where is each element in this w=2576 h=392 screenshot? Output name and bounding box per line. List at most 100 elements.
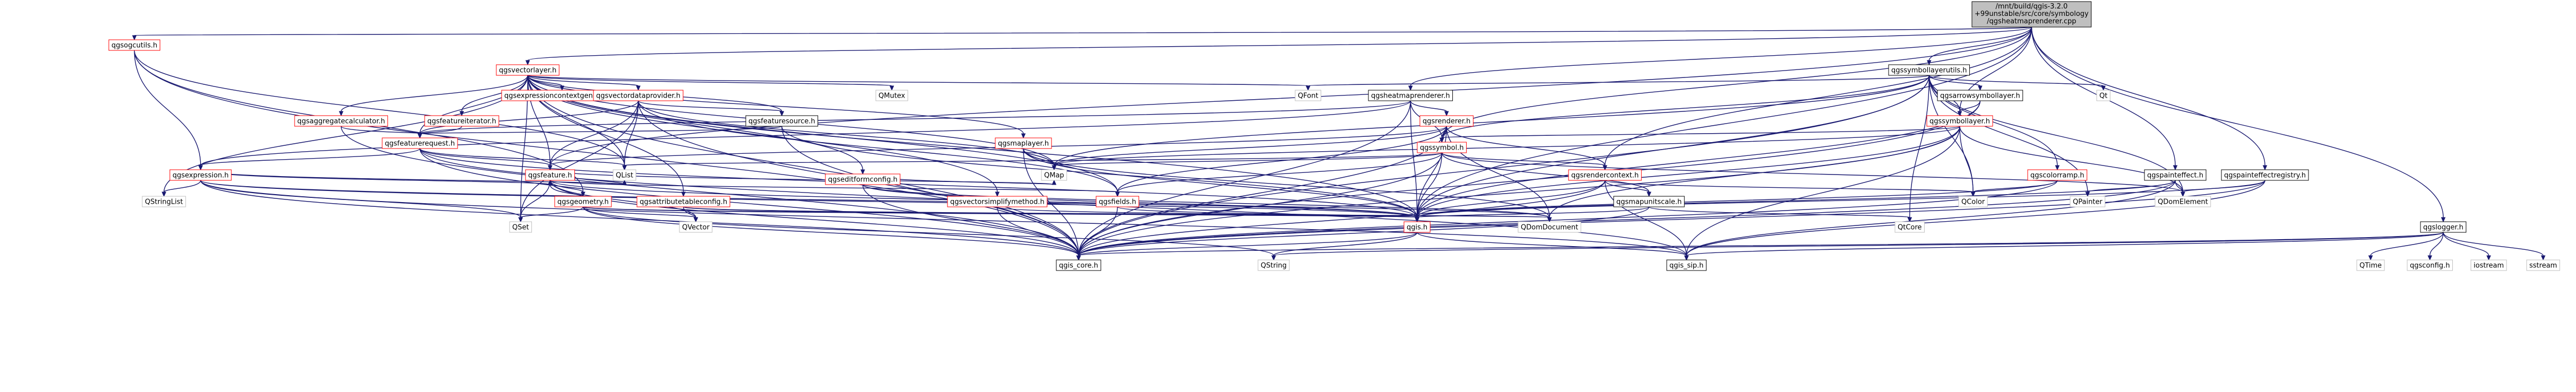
node-qgsfields[interactable]: qgsfields.h	[1096, 196, 1139, 207]
node-qgsfeaturerequest[interactable]: qgsfeaturerequest.h	[382, 137, 458, 149]
include-edge-qgssymbollayer-to-qgssymbol	[1440, 126, 1960, 143]
node-box	[1958, 196, 1988, 207]
include-edge-qgsheatmaprenderer-to-qgsrenderer	[1410, 100, 1449, 117]
node-qgscolorramp[interactable]: qgscolorramp.h	[2027, 169, 2088, 181]
node-label: qgsconfig.h	[2410, 262, 2450, 270]
nodes-layer: /mnt/build/qgis-3.2.0+99unstable/src/cor…	[108, 1, 2560, 271]
node-label: qgsheatmaprenderer.h	[1371, 92, 1450, 100]
include-edge-root-to-qgsogcutils	[132, 27, 2032, 41]
node-QFont: QFont	[1295, 90, 1322, 101]
node-qgsogcutils[interactable]: qgsogcutils.h	[108, 39, 160, 51]
node-label: qgsvectorsimplifymethod.h	[950, 198, 1045, 206]
node-label: qgsvectordataprovider.h	[596, 92, 680, 100]
node-box	[525, 169, 575, 181]
include-edge-root-to-qgsvectorlayer	[525, 27, 2032, 66]
include-edge-qgsogcutils-to-qgis_core	[134, 50, 1081, 261]
node-qgspainteffect[interactable]: qgspainteffect.h	[2144, 169, 2207, 181]
node-QTime: QTime	[2356, 259, 2385, 271]
include-edge-qgsfeaturesource-to-qgsfeaturerequest	[417, 126, 782, 139]
node-qgsvectordataprovider[interactable]: qgsvectordataprovider.h	[593, 90, 684, 101]
node-qgslogger[interactable]: qgslogger.h	[2420, 221, 2467, 233]
node-qgssymbol[interactable]: qgssymbol.h	[1417, 142, 1467, 153]
node-qgsvectorlayer[interactable]: qgsvectorlayer.h	[496, 64, 559, 76]
node-qgsexpressioncontextgenerator[interactable]: qgsexpressioncontextgenerator.h	[501, 90, 623, 101]
node-box	[2526, 259, 2560, 271]
include-edge-qgsmapunitscale-to-QtCore	[1648, 206, 1912, 223]
node-box	[2144, 169, 2207, 181]
include-edge-qgssymbol-to-QList	[622, 152, 1442, 171]
node-box	[1613, 196, 1685, 207]
node-qgsmapunitscale[interactable]: qgsmapunitscale.h	[1613, 196, 1685, 207]
node-box	[1096, 196, 1139, 207]
node-qgssymbollayerutils[interactable]: qgssymbollayerutils.h	[1888, 64, 1970, 76]
node-label: QFont	[1298, 92, 1319, 100]
include-edge-qgsrendercontext-to-qgsmapunitscale	[1604, 180, 1651, 197]
node-qgsheatmaprenderer[interactable]: qgsheatmaprenderer.h	[1368, 90, 1453, 101]
node-label: qgspainteffectregistry.h	[2224, 172, 2306, 180]
node-label: QtCore	[1898, 224, 1922, 232]
include-edge-qgis-to-qgis_core	[1076, 232, 1418, 261]
node-QMap: QMap	[1041, 169, 1067, 181]
node-qgis_sip[interactable]: qgis_sip.h	[1666, 259, 1707, 271]
include-edge-qgsvectorlayer-to-qgsvectordataprovider	[527, 75, 641, 91]
node-qgsaggregatecalculator[interactable]: qgsaggregatecalculator.h	[294, 115, 388, 127]
node-label: qgis_sip.h	[1669, 262, 1703, 270]
node-box	[2407, 259, 2453, 271]
include-edge-qgsheatmaprenderer-to-qgsexpression	[198, 100, 1411, 171]
node-sstream: sstream	[2526, 259, 2560, 271]
node-label: qgsvectorlayer.h	[499, 67, 556, 75]
node-label: qgsgeometry.h	[557, 198, 609, 206]
node-label: QString	[1261, 262, 1287, 270]
node-qgsvectorsimplifymethod[interactable]: qgsvectorsimplifymethod.h	[947, 196, 1048, 207]
node-qgssymbollayer[interactable]: qgssymbollayer.h	[1926, 115, 1993, 127]
node-QPainter: QPainter	[2070, 196, 2106, 207]
node-QString: QString	[1257, 259, 1290, 271]
node-box	[1888, 64, 1970, 76]
include-edge-qgssymbollayerutils-to-qgssymbol	[1440, 75, 1929, 143]
node-Qt: Qt	[2096, 90, 2110, 101]
node-qgis_core[interactable]: qgis_core.h	[1056, 259, 1101, 271]
node-label: QStringList	[145, 198, 183, 206]
node-qgsarrowsymbollayer[interactable]: qgsarrowsymbollayer.h	[1937, 90, 2023, 101]
node-qgseditformconfig[interactable]: qgseditformconfig.h	[825, 173, 901, 185]
include-edge-qgssymbollayer-to-QMap	[1052, 126, 1960, 171]
node-qgsfeature[interactable]: qgsfeature.h	[525, 169, 575, 181]
node-label: qgsaggregatecalculator.h	[297, 118, 385, 126]
node-box	[1419, 115, 1474, 127]
node-label: QDomElement	[2158, 198, 2208, 206]
node-qgsattributetableconfig[interactable]: qgsattributetableconfig.h	[636, 196, 730, 207]
node-label: qgssymbollayerutils.h	[1891, 67, 1967, 75]
node-qgis[interactable]: qgis.h	[1403, 221, 1431, 233]
node-qgsfeatureiterator[interactable]: qgsfeatureiterator.h	[424, 115, 499, 127]
include-edge-qgssymbollayerutils-to-qgsarrowsymbollayer	[1928, 75, 1983, 91]
node-qgsexpression[interactable]: qgsexpression.h	[169, 169, 232, 181]
include-edge-qgsexpression-to-qgis_core	[200, 180, 1081, 261]
include-edge-qgsrendercontext-to-QColor	[1604, 180, 1976, 197]
node-label: qgis_core.h	[1059, 262, 1098, 270]
node-qgsrendercontext[interactable]: qgsrendercontext.h	[1568, 169, 1642, 181]
node-box	[1041, 169, 1067, 181]
node-box	[1894, 221, 1925, 233]
node-qgsrenderer[interactable]: qgsrenderer.h	[1419, 115, 1474, 127]
include-edge-root-to-qgspainteffectregistry	[2031, 27, 2268, 171]
node-box	[2420, 221, 2467, 233]
node-qgsmaplayer[interactable]: qgsmaplayer.h	[995, 137, 1052, 149]
node-box	[2356, 259, 2385, 271]
node-iostream: iostream	[2470, 259, 2507, 271]
node-box	[1056, 259, 1101, 271]
node-box	[1926, 115, 1993, 127]
node-QVector: QVector	[679, 221, 713, 233]
node-label: qgsarrowsymbollayer.h	[1940, 92, 2020, 100]
node-QColor: QColor	[1958, 196, 1988, 207]
node-box	[509, 221, 532, 233]
node-qgspainteffectregistry[interactable]: qgspainteffectregistry.h	[2221, 169, 2309, 181]
node-qgsfeaturesource[interactable]: qgsfeaturesource.h	[745, 115, 819, 127]
include-edge-qgslogger-to-QTime	[2368, 232, 2444, 261]
node-box	[496, 64, 559, 76]
node-label: qgssymbol.h	[1420, 144, 1464, 152]
node-qgsgeometry[interactable]: qgsgeometry.h	[554, 196, 612, 207]
include-edge-qgsarrowsymbollayer-to-qgssymbollayer	[1957, 100, 1981, 117]
node-label: qgseditformconfig.h	[828, 176, 898, 184]
include-edge-qgslogger-to-qgsconfig	[2427, 232, 2444, 261]
